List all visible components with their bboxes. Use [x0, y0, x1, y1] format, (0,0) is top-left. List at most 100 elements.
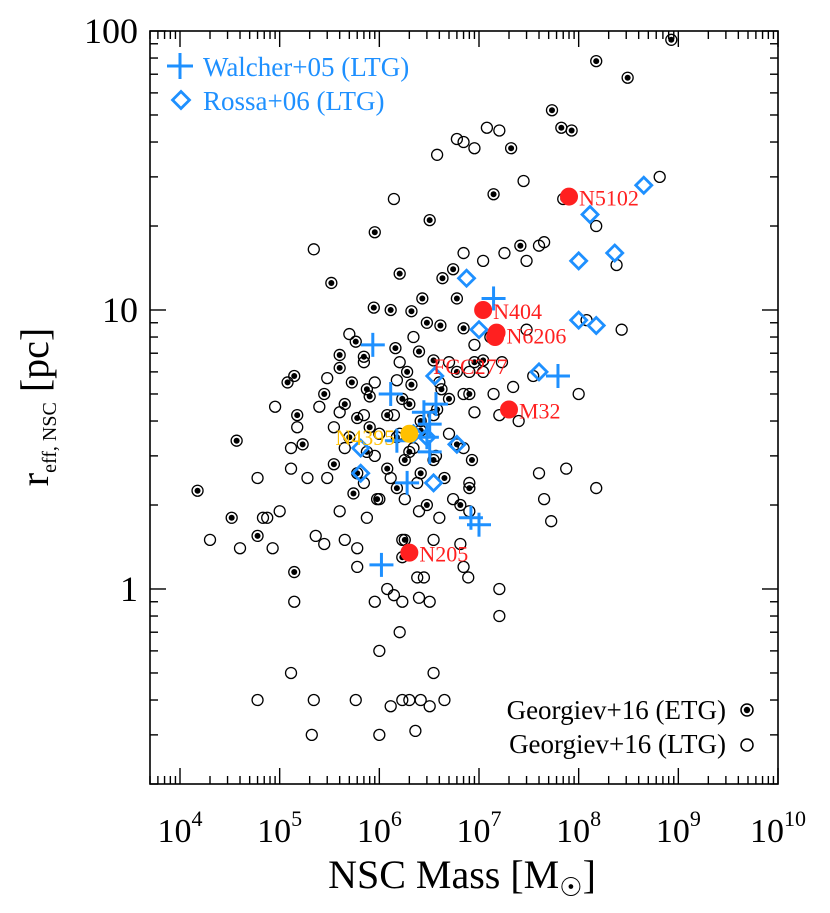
ltg-point	[373, 728, 386, 742]
etg-point	[400, 365, 414, 379]
etg-point-ring	[621, 71, 634, 84]
etg-point-ring	[351, 411, 364, 425]
etg-point	[343, 431, 356, 444]
etg-point	[333, 348, 346, 362]
etg-point-ring	[487, 188, 500, 201]
y-axis-label-suffix: [pc]	[12, 328, 57, 402]
ltg-point	[261, 511, 274, 524]
etg-point-dot	[254, 532, 261, 539]
ltg-point	[495, 356, 509, 369]
etg-point-ring	[291, 408, 304, 422]
x-tick-label-base: 10	[257, 813, 291, 850]
etg-point-dot	[457, 502, 464, 509]
etg-point-ring	[450, 292, 464, 305]
ltg-point	[438, 693, 451, 707]
ltg-point	[520, 254, 533, 268]
etg-point-dot	[430, 456, 437, 463]
etg-point-ring	[370, 492, 384, 506]
x-tick-label-base: 10	[357, 813, 391, 850]
x-tick-label: 105	[257, 806, 302, 850]
etg-point-dot	[399, 395, 406, 402]
etg-point-ring	[545, 104, 559, 117]
ltg-point	[442, 356, 456, 369]
walcher-point	[411, 400, 436, 425]
rossa-point	[469, 319, 489, 340]
etg-point-ring	[403, 397, 416, 411]
etg-point	[665, 33, 678, 46]
etg-point-dot	[423, 502, 430, 509]
etg-point-dot	[233, 437, 240, 444]
etg-point-dot	[548, 107, 555, 114]
etg-point	[436, 272, 449, 285]
etg-point-ring	[345, 376, 359, 389]
etg-point-ring	[450, 365, 464, 379]
etg-point-dot	[346, 434, 353, 441]
ltg-point	[493, 582, 506, 596]
x-tick-label: 106	[357, 806, 402, 850]
etg-point-ring	[288, 565, 301, 579]
etg-point-ring	[360, 383, 374, 396]
etg-point-dot	[437, 322, 444, 329]
ltg-point	[520, 323, 533, 336]
etg-point	[454, 498, 467, 512]
ltg-point	[251, 693, 264, 707]
etg-point-dot	[568, 127, 575, 134]
walcher-point	[467, 512, 492, 537]
etg-point-dot	[404, 368, 411, 375]
rossa-point	[568, 310, 589, 331]
etg-point-dot	[370, 304, 377, 311]
etg-point	[351, 411, 364, 425]
ltg-point	[412, 591, 426, 604]
etg-point-dot	[450, 266, 457, 273]
ltg-point	[430, 148, 444, 161]
etg-point	[384, 303, 397, 317]
ltg-point	[307, 693, 320, 707]
ltg-point	[305, 728, 318, 742]
etg-point-ring	[436, 272, 449, 285]
etg-point-dot	[419, 295, 426, 302]
ltg-point	[390, 374, 404, 387]
rossa-point	[633, 175, 654, 196]
named-label-n205: N205	[419, 542, 468, 567]
walcher-point	[395, 470, 420, 495]
legend-rossa-label: Rossa+06 (LTG)	[203, 86, 384, 116]
etg-point-ring	[665, 33, 678, 46]
etg-point	[230, 434, 243, 447]
etg-point	[423, 213, 436, 227]
etg-point	[414, 414, 427, 428]
etg-point-ring	[476, 354, 490, 367]
ltg-point	[313, 400, 326, 413]
legend-ltg-marker	[740, 738, 754, 752]
ltg-point	[537, 236, 551, 249]
etg-point	[476, 354, 490, 367]
etg-point-ring	[343, 431, 356, 444]
etg-point-dot	[426, 217, 433, 224]
etg-point-dot	[430, 357, 437, 364]
etg-point-ring	[389, 341, 402, 355]
etg-point-ring	[514, 239, 527, 252]
y-tick-label: 10	[102, 290, 138, 330]
etg-point-ring	[398, 453, 411, 467]
etg-point-dot	[392, 345, 399, 352]
y-tick-label: 1	[120, 569, 138, 609]
ltg-point	[349, 693, 362, 707]
ltg-point	[284, 441, 298, 455]
ltg-point	[457, 135, 470, 149]
etg-point-ring	[463, 481, 476, 495]
ltg-point	[427, 666, 440, 680]
ltg-point	[517, 174, 530, 188]
walcher-point	[378, 381, 403, 406]
etg-point	[416, 292, 429, 305]
etg-point	[457, 322, 470, 335]
etg-point	[446, 263, 460, 276]
etg-point-ring	[281, 376, 294, 389]
etg-point	[398, 453, 411, 467]
etg-point-ring	[318, 387, 331, 401]
etg-point-ring	[405, 378, 418, 391]
ltg-point	[318, 537, 331, 551]
rossa-point	[604, 243, 625, 264]
etg-point-dot	[508, 145, 515, 152]
etg-point	[389, 341, 402, 355]
